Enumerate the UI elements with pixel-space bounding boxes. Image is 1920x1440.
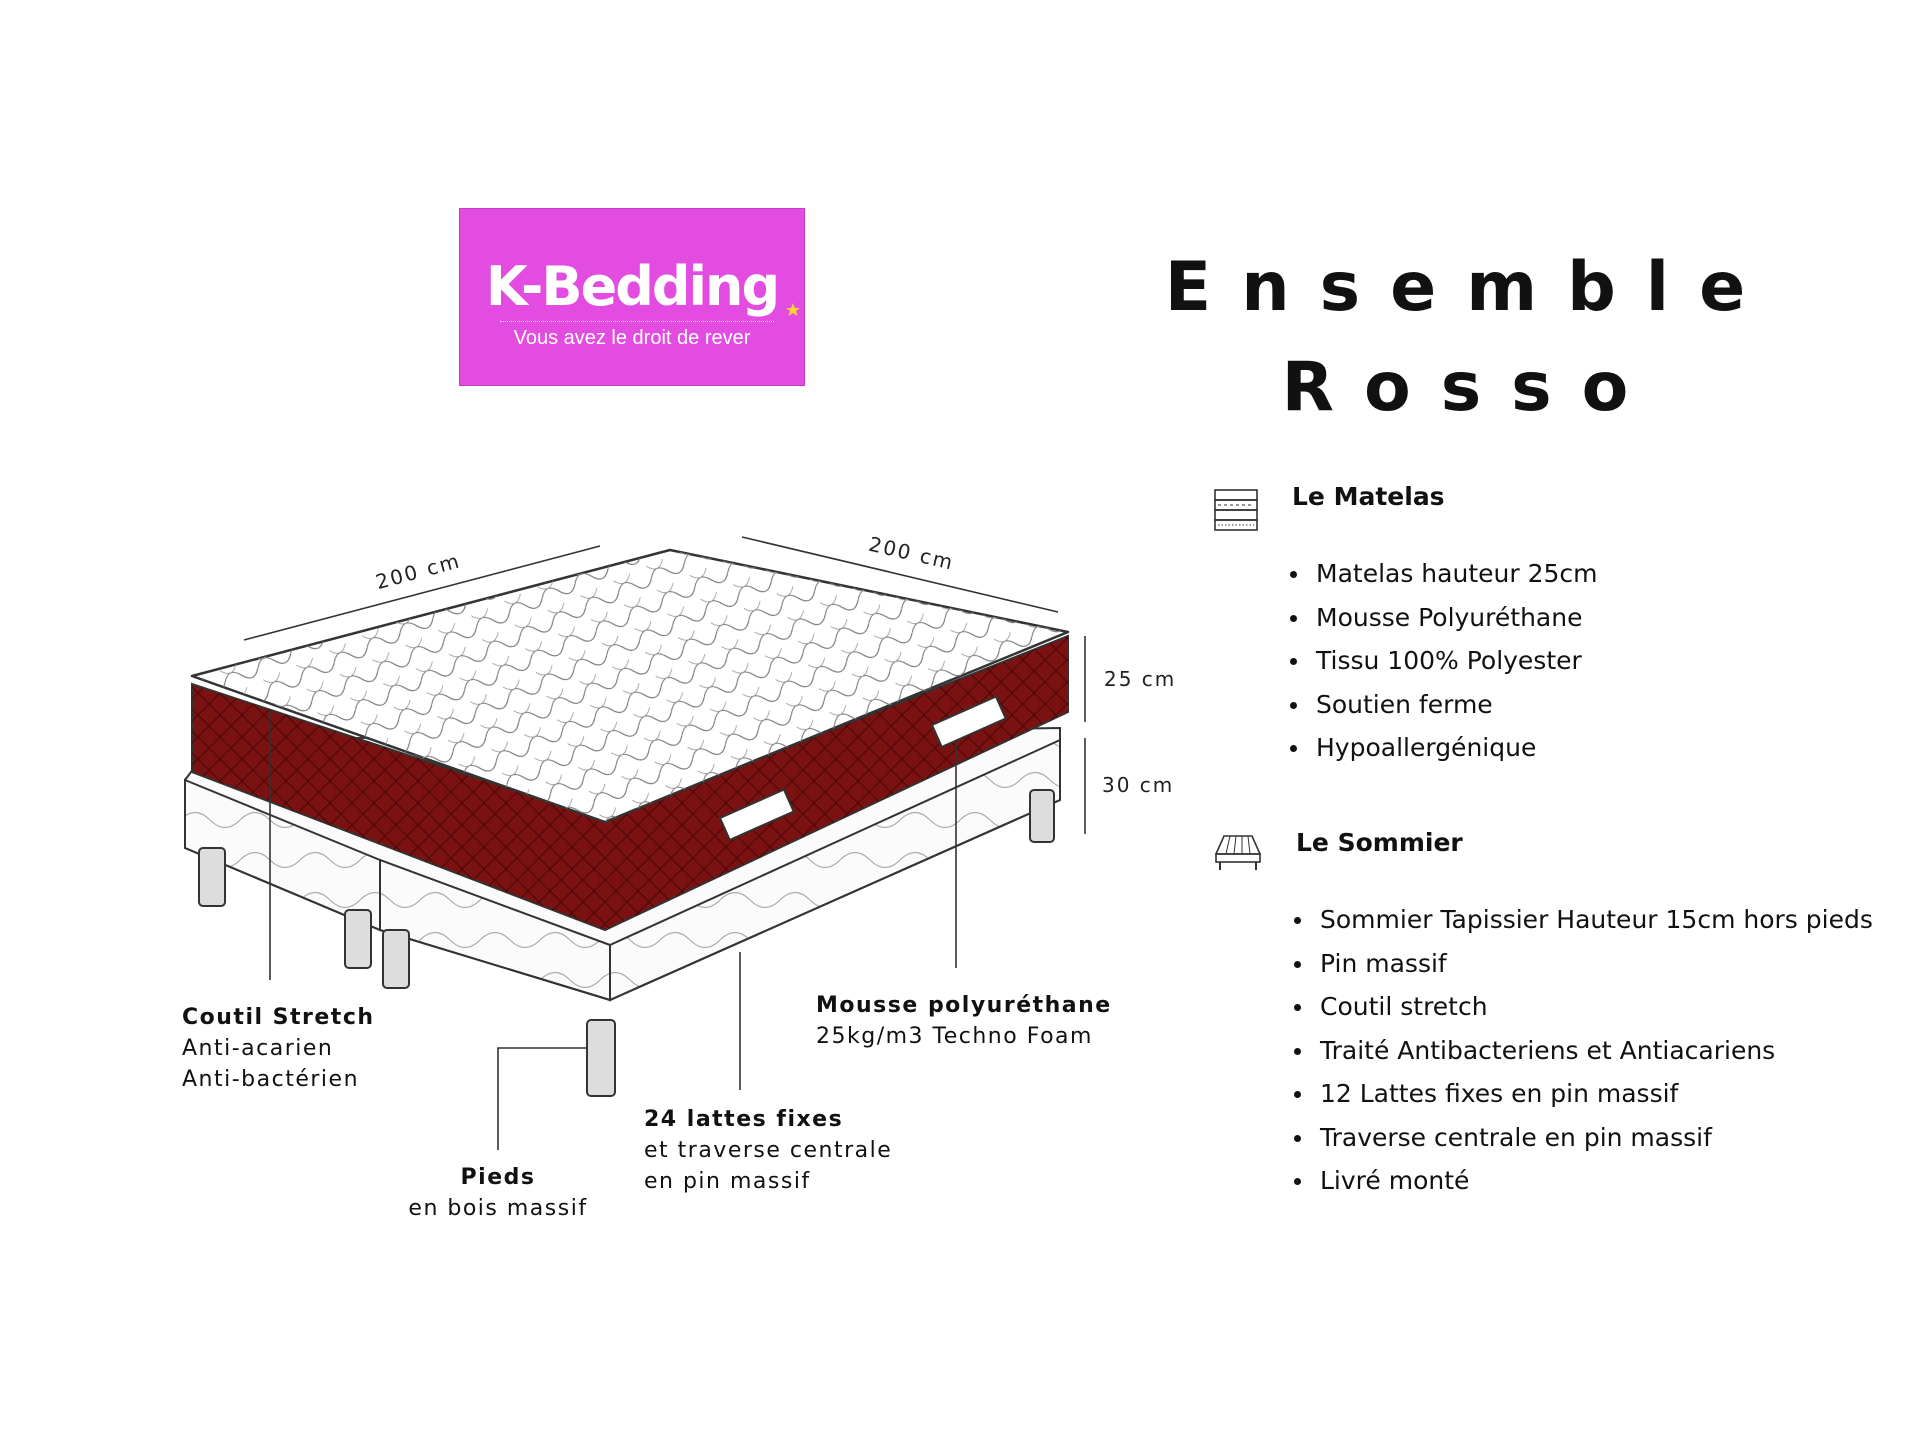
matelas-heading: Le Matelas bbox=[1292, 482, 1445, 511]
brand-tagline: Vous avez le droit de rever bbox=[513, 327, 751, 349]
sommier-features: Sommier Tapissier Hauteur 15cm hors pied… bbox=[1294, 898, 1873, 1203]
callout-coutil-line2: Anti-bactérien bbox=[182, 1067, 360, 1092]
list-item: Tissu 100% Polyester bbox=[1290, 639, 1597, 683]
list-item: Livré monté bbox=[1294, 1159, 1873, 1203]
list-item: Mousse Polyuréthane bbox=[1290, 596, 1597, 640]
matelas-features: Matelas hauteur 25cm Mousse Polyuréthane… bbox=[1290, 552, 1597, 770]
callout-lattes-title: 24 lattes fixes bbox=[644, 1107, 844, 1132]
list-item: Traité Antibacteriens et Antiacariens bbox=[1294, 1029, 1873, 1073]
list-item: Matelas hauteur 25cm bbox=[1290, 552, 1597, 596]
list-item: Traverse centrale en pin massif bbox=[1294, 1116, 1873, 1160]
bed-base-icon bbox=[1214, 835, 1262, 870]
title-line-1: Ensemble bbox=[1164, 248, 1776, 327]
dimension-mattress-height: 25 cm bbox=[1104, 667, 1176, 691]
callout-lattes: 24 lattes fixes et traverse centrale en … bbox=[644, 1104, 892, 1197]
callout-pieds-title: Pieds bbox=[460, 1165, 536, 1190]
list-item: Coutil stretch bbox=[1294, 985, 1873, 1029]
list-item: Pin massif bbox=[1294, 942, 1873, 986]
title-line-2: Rosso bbox=[1281, 348, 1659, 427]
mattress bbox=[190, 548, 1070, 932]
callout-lattes-line2: en pin massif bbox=[644, 1169, 811, 1194]
list-item: 12 Lattes fixes en pin massif bbox=[1294, 1072, 1873, 1116]
callout-mousse-line1: 25kg/m3 Techno Foam bbox=[816, 1024, 1093, 1049]
logo-divider bbox=[500, 321, 774, 322]
callout-lines bbox=[269, 712, 957, 1150]
callout-pieds: Pieds en bois massif bbox=[398, 1162, 598, 1224]
callout-coutil-line1: Anti-acarien bbox=[182, 1036, 334, 1061]
star-icon bbox=[786, 303, 800, 316]
sommier-heading: Le Sommier bbox=[1296, 828, 1463, 857]
callout-coutil: Coutil Stretch Anti-acarien Anti-bactéri… bbox=[182, 1002, 375, 1095]
brand-name: K-Bedding bbox=[485, 255, 780, 318]
list-item: Soutien ferme bbox=[1290, 683, 1597, 727]
callout-lattes-line1: et traverse centrale bbox=[644, 1138, 893, 1163]
callout-mousse: Mousse polyuréthane 25kg/m3 Techno Foam bbox=[816, 990, 1112, 1052]
callout-pieds-line1: en bois massif bbox=[408, 1196, 588, 1221]
callout-mousse-title: Mousse polyuréthane bbox=[816, 993, 1112, 1018]
list-item: Hypoallergénique bbox=[1290, 726, 1597, 770]
list-item: Sommier Tapissier Hauteur 15cm hors pied… bbox=[1294, 898, 1873, 942]
bed-legs bbox=[198, 789, 1055, 1097]
mattress-icon bbox=[1214, 489, 1258, 531]
dimension-lines bbox=[243, 536, 1086, 834]
dimension-base-height: 30 cm bbox=[1102, 773, 1174, 797]
dimension-length: 200 cm bbox=[373, 548, 463, 594]
product-title: Ensemble Rosso bbox=[1150, 238, 1790, 438]
callout-coutil-title: Coutil Stretch bbox=[182, 1005, 375, 1030]
dimension-width: 200 cm bbox=[866, 532, 956, 575]
brand-logo: K-Bedding Vous avez le droit de rever bbox=[459, 208, 805, 386]
